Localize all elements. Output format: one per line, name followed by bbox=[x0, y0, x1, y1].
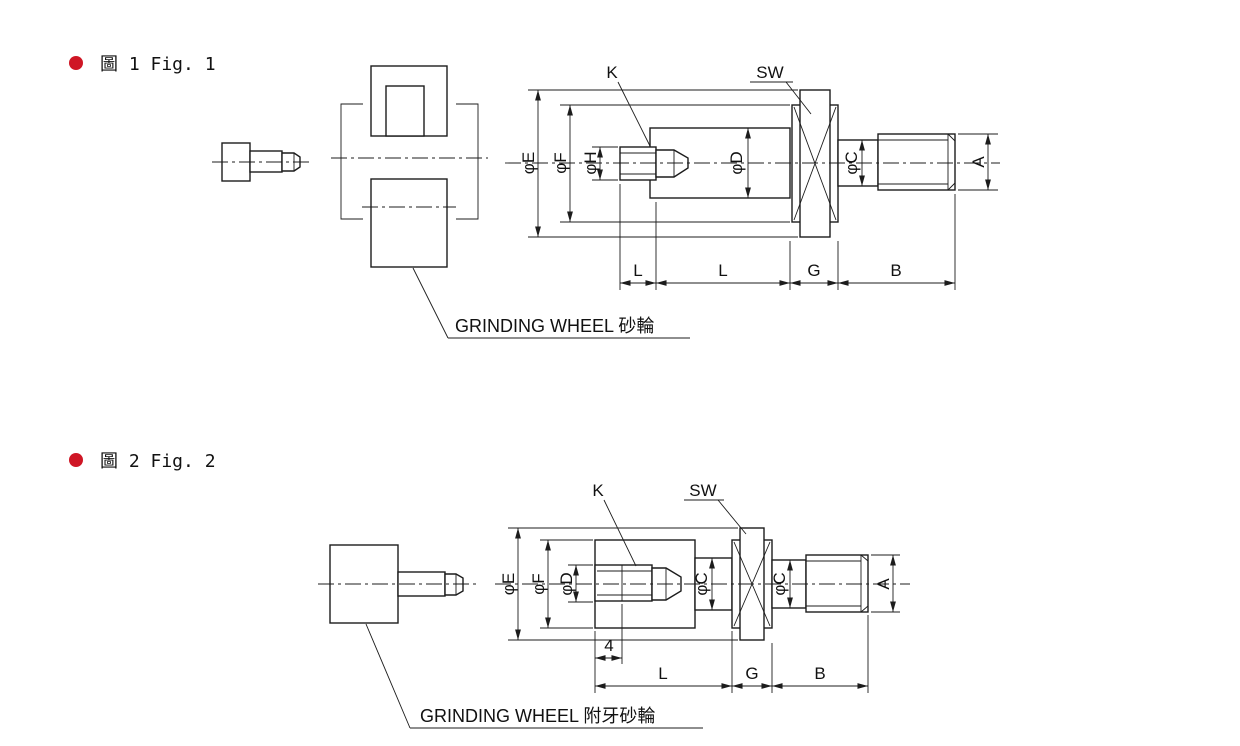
fig2-bullet bbox=[69, 453, 83, 467]
fig1-dim-G-label: G bbox=[807, 261, 820, 280]
fig1-caption: GRINDING WHEEL 砂輪 bbox=[455, 316, 654, 336]
fig2-dim-phiC2-label: φC bbox=[770, 572, 789, 595]
fig2-callout-K-leader bbox=[603, 499, 637, 567]
fig1-bullet bbox=[69, 56, 83, 70]
fig2-dim-B-label: B bbox=[814, 664, 825, 683]
fig1-dim-phiD-label: φD bbox=[727, 151, 746, 174]
fig1-dim-phiH-label: φH bbox=[581, 151, 600, 174]
fig2-mandrel-drawing: φE φF φD φC φC A K SW bbox=[495, 481, 910, 693]
fig2-dim-phiE-label: φE bbox=[499, 573, 518, 595]
fig1-wheel-left-bracket bbox=[340, 103, 363, 220]
fig2-callout-SW-label: SW bbox=[689, 481, 716, 500]
fig1-dim-phiC-label: φC bbox=[842, 151, 861, 174]
fig1-wheel-bore-recess bbox=[385, 85, 425, 137]
fig1-caption-leader bbox=[412, 267, 449, 339]
fig1-flange-cross-2 bbox=[793, 106, 837, 221]
fig1-dim-phiF-label: φF bbox=[551, 152, 570, 173]
fig1-dim-A-label: A bbox=[969, 156, 988, 168]
fig2: 圖 2 Fig. 2 GRINDING WHEEL 附牙砂輪 bbox=[69, 451, 910, 729]
fig2-threaded-shank bbox=[805, 554, 869, 613]
fig1-title: 圖 1 Fig. 1 bbox=[100, 54, 216, 75]
fig2-dim-phiF-label: φF bbox=[529, 573, 548, 594]
fig2-threaded-stub bbox=[594, 564, 653, 602]
fig1-mandrel-drawing: φE φF φH φD φC A K SW bbox=[505, 63, 1000, 290]
fig1-callout-SW-label: SW bbox=[756, 63, 783, 82]
fig1-callout-SW-leader bbox=[785, 81, 812, 115]
fig1-dim-L2-label: L bbox=[718, 261, 727, 280]
fig2-caption-leader bbox=[365, 623, 411, 729]
fig1-grinding-wheel-section bbox=[331, 65, 488, 268]
fig1-wheel-right-bracket bbox=[456, 103, 479, 220]
fig1-screw-shaft bbox=[249, 150, 283, 173]
fig2-wheel-stud-tip bbox=[444, 573, 464, 596]
fig2-dim-phiC1-label: φC bbox=[692, 572, 711, 595]
fig1-threaded-stub bbox=[619, 146, 657, 181]
fig1-callout-K-label: K bbox=[606, 63, 618, 82]
fig2-dim-phiD-label: φD bbox=[557, 572, 576, 595]
fig2-dim-4-label: 4 bbox=[604, 636, 613, 655]
fig1-dim-L1-label: L bbox=[633, 261, 642, 280]
fig2-caption: GRINDING WHEEL 附牙砂輪 bbox=[420, 706, 655, 726]
fig1-threaded-shank bbox=[877, 133, 956, 191]
fig1-dim-phiE-label: φE bbox=[519, 152, 538, 174]
fig2-callout-SW-leader bbox=[717, 499, 747, 535]
fig1-callout-K-leader bbox=[617, 81, 651, 147]
fig2-dim-G-label: G bbox=[745, 664, 758, 683]
fig2-grinding-wheel bbox=[318, 544, 478, 624]
fig1-dim-B-label: B bbox=[890, 261, 901, 280]
fig1-clamp-screw bbox=[212, 142, 310, 182]
fig2-title: 圖 2 Fig. 2 bbox=[100, 451, 216, 472]
fig2-dim-L-label: L bbox=[658, 664, 667, 683]
fig1-wheel-lower-half bbox=[370, 178, 448, 268]
fig2-dim-A-label: A bbox=[874, 578, 893, 590]
fig1: 圖 1 Fig. 1 GRINDING WHEEL 砂輪 bbox=[69, 54, 1000, 339]
fig2-callout-K-label: K bbox=[592, 481, 604, 500]
